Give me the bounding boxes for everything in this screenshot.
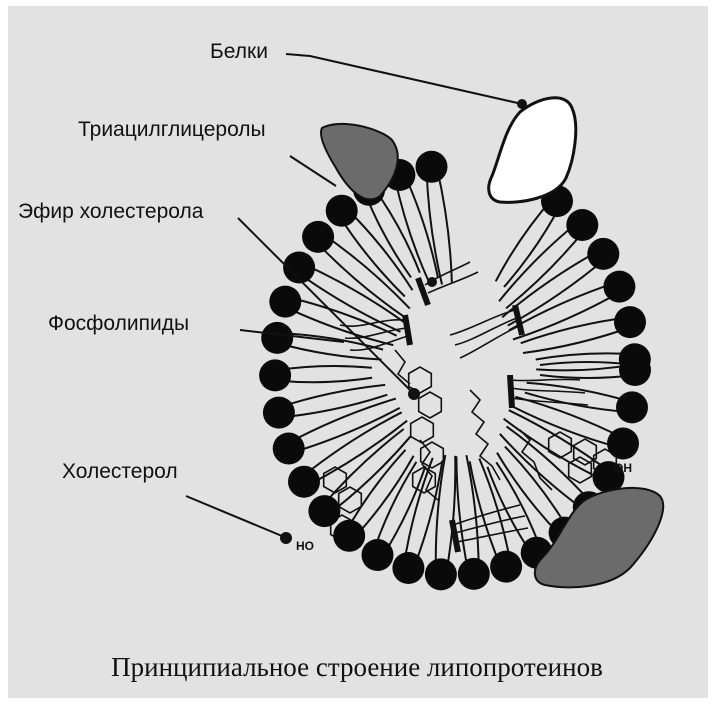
phospholipid-head [458,558,490,590]
phospholipid-tail [287,399,396,444]
phospholipid-head [288,466,320,498]
phospholipid-head [490,551,522,583]
phospholipid-head [607,428,639,460]
steroid-ring [339,487,362,513]
hydrocarbon-chain [470,390,500,480]
diagram-caption: Принципиальное строение липопротеинов [0,652,714,683]
core-lipids [314,262,617,552]
phospholipid-head [269,286,301,318]
phospholipid-tail [338,214,405,297]
phospholipid-tail [345,450,405,533]
phospholipid-tail [307,421,407,486]
steroid-ring [549,432,572,458]
protein-pointer-dot [517,99,527,109]
phospholipid-tail [513,291,622,339]
oh-group-label: OH [614,461,632,475]
phospholipid-head [273,433,305,465]
phospholipid-head [619,343,651,375]
ho-group-label: HO [296,539,314,553]
triacylglycerol-molecule [450,305,522,358]
steroid-ring [419,392,442,418]
phospholipid-head [259,359,291,391]
hydrocarbon-chain [395,350,410,384]
phospholipid-head [616,391,648,423]
phospholipid-head [326,195,358,227]
phospholipid-head [603,271,635,303]
steroid-ring [411,417,434,443]
phospholipid-head [362,539,394,571]
phospholipid-tail [509,282,618,330]
protein-dark-top [321,124,398,200]
label-phospholipids: Фосфолипиды [48,312,189,335]
phospholipid-head [308,495,340,527]
phospholipid-tail [506,229,586,309]
phospholipid-head [566,209,598,241]
cholesterol-pointer-dot [280,532,292,544]
phospholipid-head [614,306,646,338]
label-cholesterol: Холестерол [62,460,178,483]
phospholipid-tail [302,263,406,323]
phospholipid-head [392,552,424,584]
phospholipid-tail [456,456,468,574]
phospholipid-head [425,558,457,590]
cholesterol-ester-pointer-dot [408,388,420,400]
phospholipid-tail [278,385,385,408]
phospholipid-tail [525,393,631,413]
phospholipid-pointer-dot [427,277,437,287]
phospholipid-head [261,322,293,354]
label-proteins: Белки [210,40,268,63]
phospholipid-tail [446,456,455,575]
phospholipid-head [333,520,365,552]
triacylglycerol-molecule [418,262,478,305]
phospholipid-tail [497,453,561,536]
label-cholesterol-ester: Эфир холестерола [18,200,204,223]
phospholipid-tail [505,447,569,530]
phospholipid-head [587,238,619,270]
steroid-ring [569,457,592,483]
triacylglycerol-molecule [510,375,588,408]
phospholipid-head [302,221,334,253]
phospholipid-head [263,397,295,429]
phospholipid-head [416,151,448,183]
label-triacylglycerols: Триацилглицеролы [78,118,266,141]
phospholipid-tail [315,241,403,317]
